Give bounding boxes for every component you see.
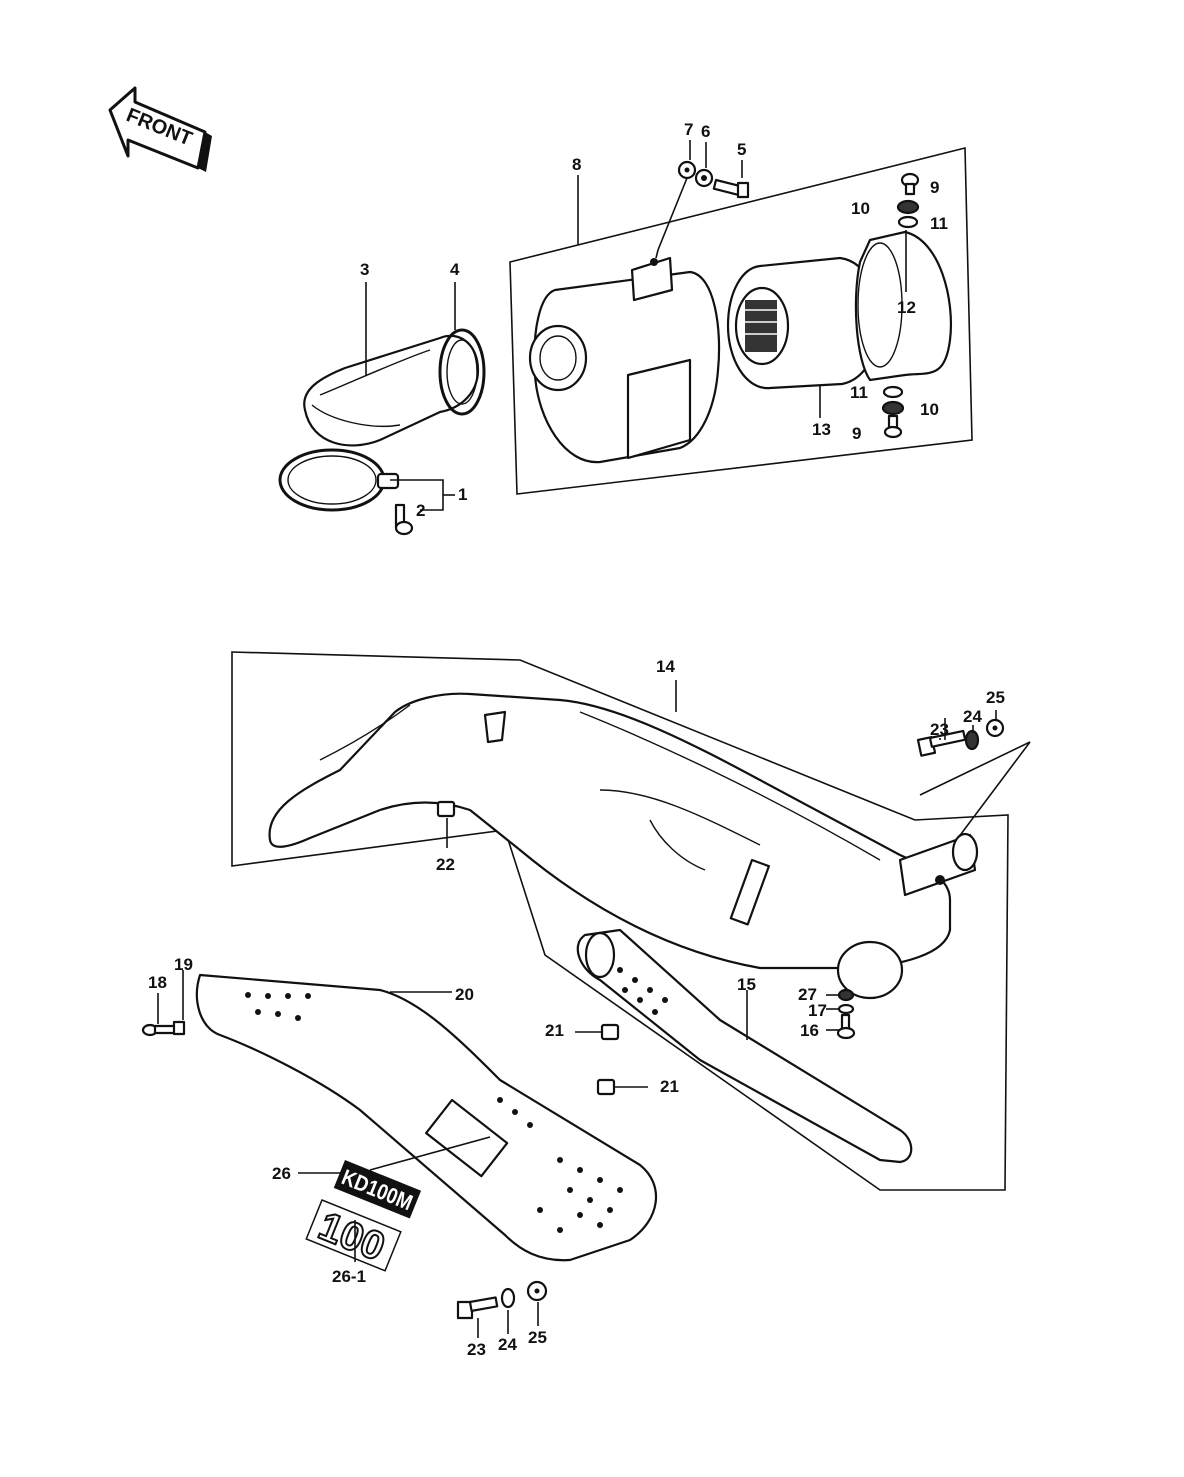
callout-24-top: 24: [963, 707, 982, 726]
callout-13: 13: [812, 420, 831, 439]
callout-26-1: 26-1: [332, 1267, 366, 1286]
screw-16: [836, 1013, 856, 1040]
callout-8: 8: [572, 155, 581, 174]
tail-pipe: [576, 928, 913, 1164]
screw-9-top: [900, 172, 920, 196]
washer-10-bottom: [881, 400, 905, 416]
callout-14: 14: [656, 657, 675, 676]
callout-27: 27: [798, 985, 817, 1004]
callout-25-bottom: 25: [528, 1328, 547, 1347]
callout-16: 16: [800, 1021, 819, 1040]
air-cleaner-cap: [854, 230, 952, 382]
air-cleaner-group-outline: [509, 146, 973, 495]
washer-24-top: [964, 729, 980, 751]
callout-25-top: 25: [986, 688, 1005, 707]
air-cleaner-housing: [528, 256, 721, 464]
callout-26: 26: [272, 1164, 291, 1183]
callout-15: 15: [737, 975, 756, 994]
callout-11-bottom: 11: [850, 383, 868, 402]
callout-19: 19: [174, 955, 193, 974]
callout-22: 22: [436, 855, 455, 874]
callout-4: 4: [450, 260, 460, 279]
washer-24-bottom: [500, 1287, 516, 1309]
callout-12: 12: [897, 298, 916, 317]
washer-25-bottom: [526, 1280, 548, 1302]
callout-21-a: 21: [545, 1021, 564, 1040]
heat-guard: [195, 973, 658, 1262]
callout-3: 3: [360, 260, 369, 279]
callout-5: 5: [737, 140, 746, 159]
washer-10-top: [896, 199, 920, 215]
callout-7: 7: [684, 120, 693, 139]
callout-10-bottom: 10: [920, 400, 939, 419]
duct-clamp-ring: [438, 328, 486, 416]
clip-21-b: [596, 1078, 616, 1096]
callout-11-top: 11: [930, 214, 948, 233]
callout-18: 18: [148, 973, 167, 992]
callout-10-top: 10: [851, 199, 870, 218]
number-emblem: 100: [305, 1199, 402, 1272]
grommet-27: [837, 988, 855, 1002]
intake-duct: [303, 334, 480, 447]
screw-18: [141, 1023, 177, 1037]
callout-23-bottom: 23: [467, 1340, 486, 1359]
bolt-23-bottom: [456, 1296, 499, 1320]
washer-11-bottom: [882, 385, 904, 399]
hose-clamp-band: [278, 448, 400, 512]
callout-2: 2: [416, 501, 425, 520]
filter-element: [726, 256, 880, 390]
washer-11-top: [897, 215, 919, 229]
nut-6: [694, 168, 714, 188]
model-emblem-text: KD100M: [338, 1164, 416, 1215]
callout-17: 17: [808, 1001, 827, 1020]
front-arrow-icon: FRONT: [108, 86, 212, 172]
muffler-group-outline: [231, 651, 1009, 1191]
clip-22: [436, 800, 456, 818]
callout-9-bottom: 9: [852, 424, 861, 443]
callout-20: 20: [455, 985, 474, 1004]
washer-7: [677, 160, 697, 180]
callout-24-bottom: 24: [498, 1335, 517, 1354]
callout-9-top: 9: [930, 178, 939, 197]
bolt-23-top: [916, 729, 967, 757]
clip-21-a: [600, 1023, 620, 1041]
callout-23-top: 23: [930, 720, 949, 739]
callout-6: 6: [701, 122, 710, 141]
bolt-5: [712, 178, 750, 199]
clip-19: [172, 1020, 186, 1036]
washer-25-top: [985, 718, 1005, 738]
screw-9-bottom: [883, 414, 903, 439]
clamp-screw: [394, 503, 414, 536]
washer-17: [837, 1003, 855, 1015]
callout-21-b: 21: [660, 1077, 679, 1096]
callout-1: 1: [458, 485, 467, 504]
